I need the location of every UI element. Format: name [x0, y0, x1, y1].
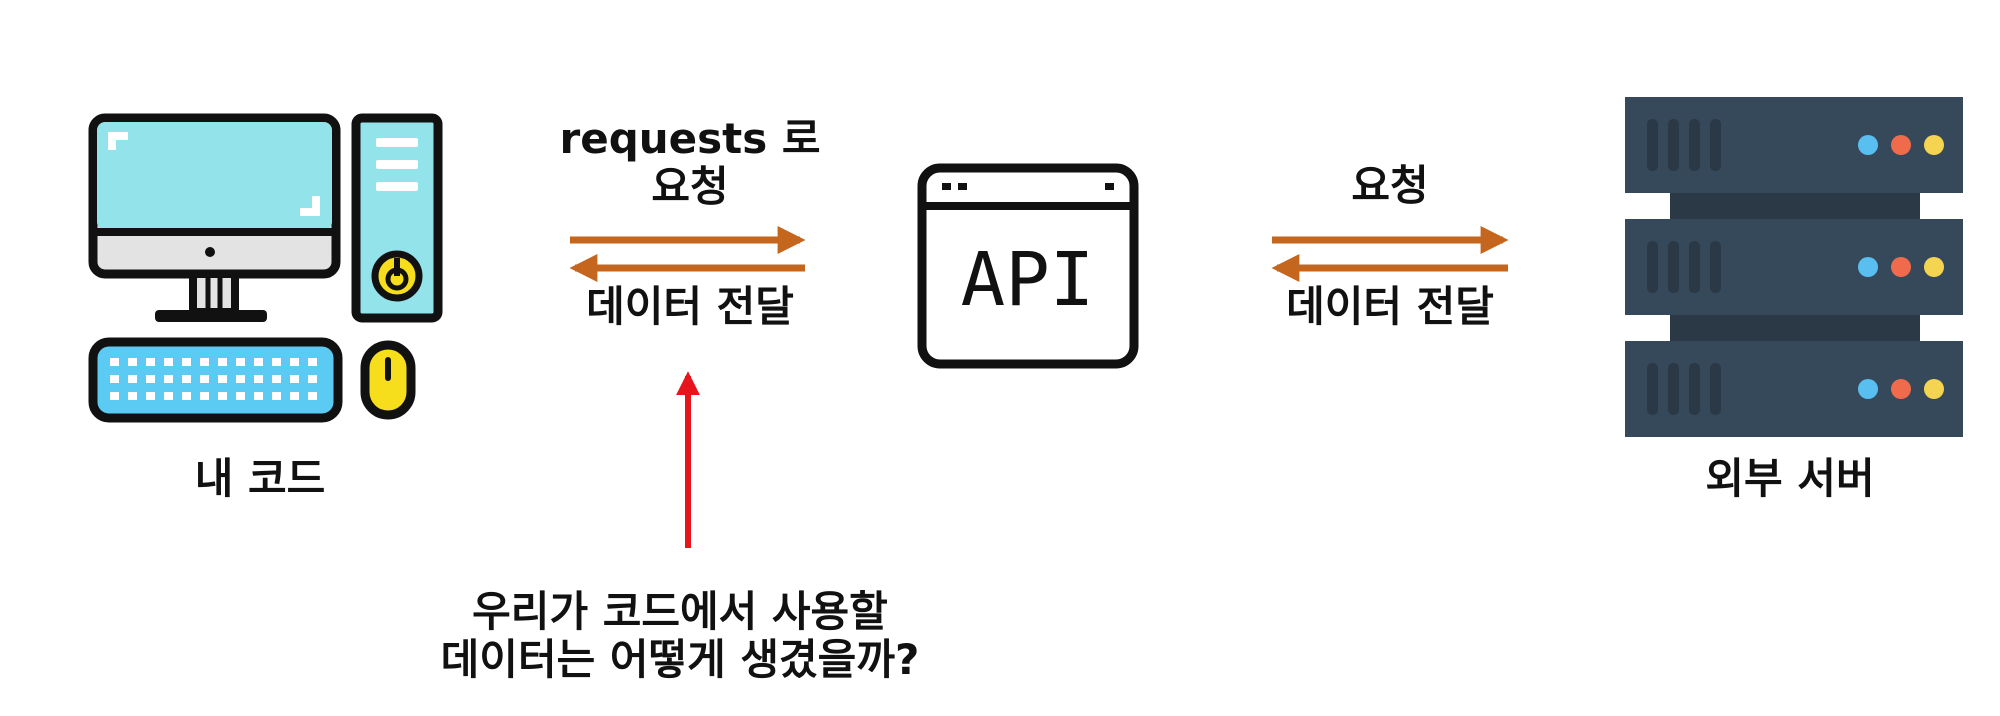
- server-led-icon: [1891, 257, 1911, 277]
- keyboard-icon: [88, 337, 343, 423]
- keyboard-key: [182, 392, 191, 400]
- keyboard-key: [218, 392, 227, 400]
- server-led-icon: [1891, 135, 1911, 155]
- keyboard-key: [290, 375, 299, 383]
- keyboard-key: [272, 375, 281, 383]
- server-led-icon: [1924, 135, 1944, 155]
- keyboard-key: [218, 375, 227, 383]
- keyboard-key: [272, 358, 281, 366]
- keyboard-key: [164, 392, 173, 400]
- server-unit: [1625, 341, 1963, 437]
- server-led-icon: [1891, 379, 1911, 399]
- api-label: API: [960, 237, 1095, 323]
- keyboard-key: [236, 358, 245, 366]
- keyboard-key: [182, 375, 191, 383]
- keyboard-key: [254, 358, 263, 366]
- keyboard-key: [290, 392, 299, 400]
- keyboard-key: [200, 358, 209, 366]
- computer-icon: [88, 113, 443, 423]
- left-delivery-label: 데이터 전달: [586, 282, 794, 331]
- server-led-icon: [1858, 135, 1878, 155]
- keyboard-key: [146, 375, 155, 383]
- keyboard-key: [164, 375, 173, 383]
- monitor-icon: [88, 113, 341, 322]
- keyboard-key: [128, 358, 137, 366]
- right-request-label: 요청: [1351, 161, 1429, 210]
- keyboard-key: [200, 375, 209, 383]
- keyboard-key: [200, 392, 209, 400]
- keyboard-key: [128, 392, 137, 400]
- keyboard-key: [128, 375, 137, 383]
- server-led-icon: [1924, 379, 1944, 399]
- keyboard-key: [146, 392, 155, 400]
- keyboard-key: [290, 358, 299, 366]
- keyboard-key: [146, 358, 155, 366]
- keyboard-key: [308, 375, 317, 383]
- keyboard-key: [218, 358, 227, 366]
- server-led-icon: [1924, 257, 1944, 277]
- left-request-label: requests 로 요청: [559, 114, 821, 212]
- api-window-icon: [917, 163, 1139, 369]
- keyboard-key: [236, 392, 245, 400]
- pc-tower-icon: [351, 113, 443, 323]
- keyboard-key: [110, 392, 119, 400]
- keyboard-key: [110, 358, 119, 366]
- server-unit: [1625, 219, 1963, 315]
- keyboard-key: [254, 392, 263, 400]
- keyboard-key: [254, 375, 263, 383]
- server-led-icon: [1858, 379, 1878, 399]
- keyboard-key: [110, 375, 119, 383]
- my-code-label: 내 코드: [194, 454, 326, 503]
- mouse-icon: [360, 340, 416, 420]
- keyboard-key: [236, 375, 245, 383]
- server-rack-icon: [1625, 97, 1963, 437]
- external-server-label: 외부 서버: [1705, 454, 1875, 503]
- keyboard-key: [308, 392, 317, 400]
- keyboard-key: [272, 392, 281, 400]
- server-led-icon: [1858, 257, 1878, 277]
- keyboard-key: [164, 358, 173, 366]
- server-unit: [1625, 97, 1963, 193]
- callout-question-text: 우리가 코드에서 사용할 데이터는 어떻게 생겼을까?: [440, 587, 920, 685]
- right-delivery-label: 데이터 전달: [1286, 282, 1494, 331]
- keyboard-key: [182, 358, 191, 366]
- keyboard-key: [308, 358, 317, 366]
